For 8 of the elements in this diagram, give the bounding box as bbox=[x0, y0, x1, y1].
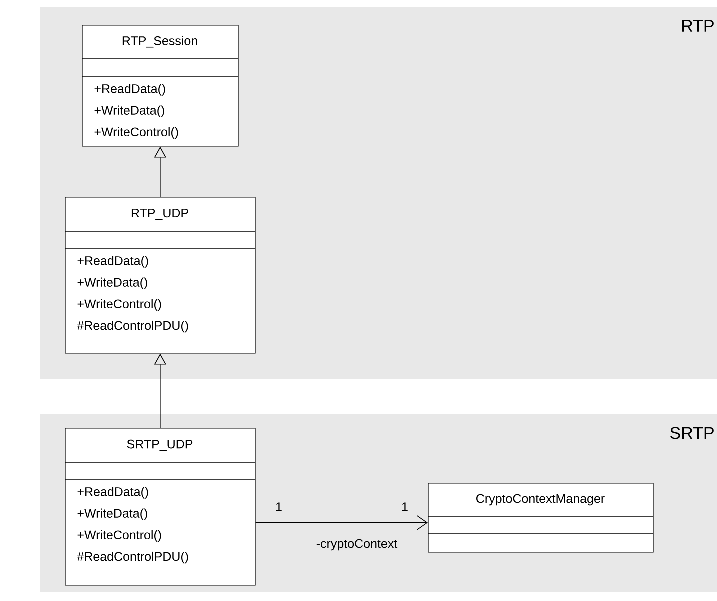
class-box: RTP_UDP +ReadData() +WriteData() +WriteControl() #ReadControlPDU() bbox=[64, 197, 256, 354]
role-label: -cryptoContext bbox=[315, 538, 399, 552]
class-box: SRTP_UDP +ReadData() +WriteData() +WriteControl() #ReadControlPDU() bbox=[64, 428, 256, 586]
class-box: RTP_Session +ReadData() +WriteData() +WriteControl() bbox=[82, 25, 239, 147]
class-box: CryptoContextManager bbox=[428, 483, 654, 553]
multiplicity-label: 1 bbox=[402, 502, 408, 512]
association-line bbox=[255, 516, 428, 530]
multiplicity-label: 1 bbox=[276, 502, 282, 512]
